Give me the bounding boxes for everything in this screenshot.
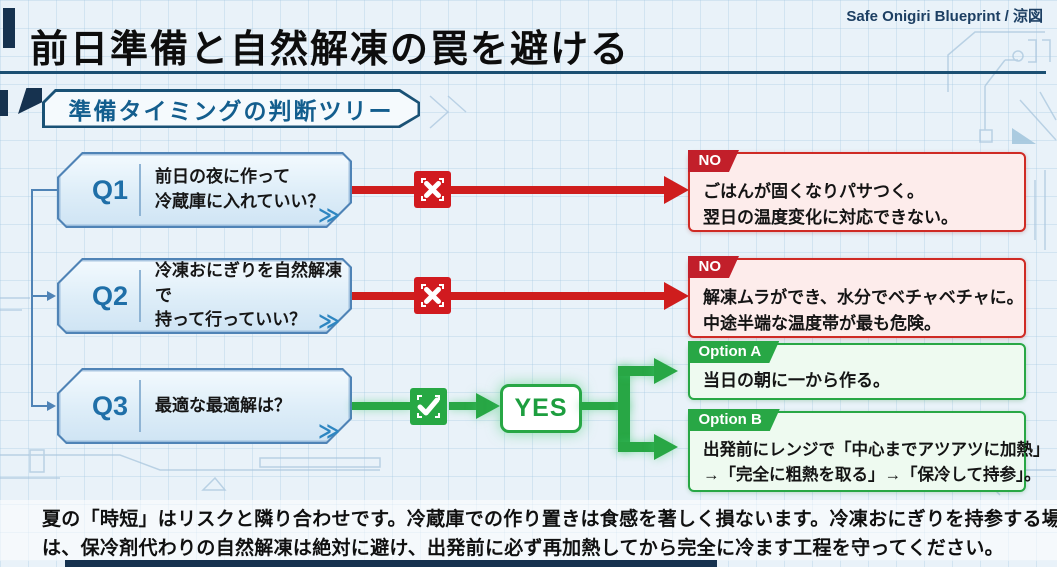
q1-divider xyxy=(139,164,141,216)
footer-line2: は、保冷剤代わりの自然解凍は絶対に避け、出発前に必ず再加熱してから完全に冷ます工… xyxy=(42,538,1004,559)
question-box-q3: Q3 最適な最適解は？ ≫ xyxy=(57,368,352,444)
option-a-tag: Option A xyxy=(688,341,780,363)
no1-line1: ごはんが固くなりパサつく。 xyxy=(703,182,924,201)
green-connector-3 xyxy=(579,402,630,410)
option-b-line2: →「完全に粗熱を取る」→「保冷して持参」。 xyxy=(703,465,1041,484)
q1-line1: 前日の夜に作って xyxy=(155,167,291,187)
question-box-q1: Q1 前日の夜に作って 冷蔵庫に入れていい？ ≫ xyxy=(57,152,352,228)
green-branch-bottom xyxy=(618,442,656,452)
yes-box: YES xyxy=(500,384,582,433)
footer-band xyxy=(0,500,1057,561)
chevron-double-icon: ≫ xyxy=(318,204,340,227)
section-title: 準備タイミングの判断ツリー xyxy=(68,97,394,124)
header-divider xyxy=(0,71,1046,74)
q2-line2: 持って行っていい？ xyxy=(155,310,307,330)
chevron-double-icon: ≫ xyxy=(318,420,340,443)
section-header-fill xyxy=(45,92,418,126)
header-accent-bar xyxy=(3,8,15,48)
green-arrowhead-option-b-icon xyxy=(654,434,678,460)
no1-line2: 翌日の温度変化に対応できない。 xyxy=(703,207,958,227)
brand-credit: Safe Onigiri Blueprint / 涼図 xyxy=(846,8,1043,25)
section-corner-triangle xyxy=(18,88,42,114)
q2-text: 冷凍おにぎりを自然解凍で 持って行っていい？ xyxy=(155,259,352,333)
chevron-double-icon: ≫ xyxy=(318,310,340,333)
green-branch-top xyxy=(618,366,656,376)
q3-divider xyxy=(139,380,141,432)
option-b-box: Option B 出発前にレンジで「中心までアツアツに加熱」 →「完全に粗熱を取… xyxy=(688,409,1050,492)
q2-fill xyxy=(59,260,350,332)
green-connector-1 xyxy=(352,402,412,410)
q3-line1: 最適な最適解は？ xyxy=(155,395,291,415)
option-a-text: 当日の朝に一から作る。 xyxy=(703,368,1024,394)
rail-vertical-line xyxy=(31,190,33,406)
option-b-line1: 出発前にレンジで「中心までアツアツに加熱」 xyxy=(703,441,1050,459)
red-connector-2 xyxy=(352,292,666,300)
page-title: 前日準備と自然解凍の罠を避ける xyxy=(30,29,631,71)
no-result-box-1: NO ごはんが固くなりパサつく。 翌日の温度変化に対応できない。 xyxy=(688,152,1026,232)
section-accent-bar xyxy=(0,90,8,116)
rail-arrow-q3-icon xyxy=(47,401,56,411)
q2-line1: 冷凍おにぎりを自然解凍で xyxy=(155,261,342,305)
q3-fill xyxy=(59,370,350,442)
no-result-box-2: NO 解凍ムラができ、水分でベチャベチャに。 中途半端な温度帯が最も危険。 xyxy=(688,258,1026,338)
red-arrowhead-2-icon xyxy=(664,282,689,310)
option-b-text: 出発前にレンジで「中心までアツアツに加熱」 →「完全に粗熱を取る」→「保冷して持… xyxy=(703,438,1050,488)
footer-note: 夏の「時短」はリスクと隣り合わせです。冷蔵庫での作り置きは食感を著しく損ないます… xyxy=(42,505,1057,563)
green-arrowhead-yes-icon xyxy=(476,393,500,419)
no2-line1: 解凍ムラができ、水分でベチャベチャに。 xyxy=(703,288,1024,307)
no-tag: NO xyxy=(688,150,740,172)
check-icon xyxy=(410,388,447,425)
red-arrowhead-1-icon xyxy=(664,176,689,204)
q1-text: 前日の夜に作って 冷蔵庫に入れていい？ xyxy=(155,165,325,214)
no-result-1-text: ごはんが固くなりパサつく。 翌日の温度変化に対応できない。 xyxy=(703,179,1024,230)
section-header: 準備タイミングの判断ツリー xyxy=(42,89,420,128)
rail-stub-q2 xyxy=(31,295,48,297)
no-tag: NO xyxy=(688,256,740,278)
red-connector-1 xyxy=(352,186,666,194)
green-connector-2 xyxy=(449,402,478,410)
footer-accent-bar xyxy=(65,560,717,567)
q1-line2: 冷蔵庫に入れていい？ xyxy=(155,192,325,211)
no-result-2-text: 解凍ムラができ、水分でベチャベチャに。 中途半端な温度帯が最も危険。 xyxy=(703,285,1024,336)
green-arrowhead-option-a-icon xyxy=(654,358,678,384)
q2-id: Q2 xyxy=(91,280,129,311)
rail-stub-q1 xyxy=(31,189,57,191)
q1-id: Q1 xyxy=(91,174,129,205)
option-a-box: Option A 当日の朝に一から作る。 xyxy=(688,343,1026,400)
question-box-q2: Q2 冷凍おにぎりを自然解凍で 持って行っていい？ ≫ xyxy=(57,258,352,334)
rail-arrow-q2-icon xyxy=(47,291,56,301)
green-branch-bar xyxy=(618,366,630,452)
cross-icon xyxy=(414,277,451,314)
q3-text: 最適な最適解は？ xyxy=(155,394,291,419)
cross-icon xyxy=(414,171,451,208)
q2-divider xyxy=(139,270,141,322)
rail-stub-q3 xyxy=(31,405,48,407)
option-a-line1: 当日の朝に一から作る。 xyxy=(703,371,890,390)
q3-id: Q3 xyxy=(91,390,129,421)
option-b-tag: Option B xyxy=(688,409,780,431)
no2-line2: 中途半端な温度帯が最も危険。 xyxy=(703,313,941,333)
footer-line1: 夏の「時短」はリスクと隣り合わせです。冷蔵庫での作り置きは食感を著しく損ないます… xyxy=(42,509,1057,530)
q1-fill xyxy=(59,154,350,226)
